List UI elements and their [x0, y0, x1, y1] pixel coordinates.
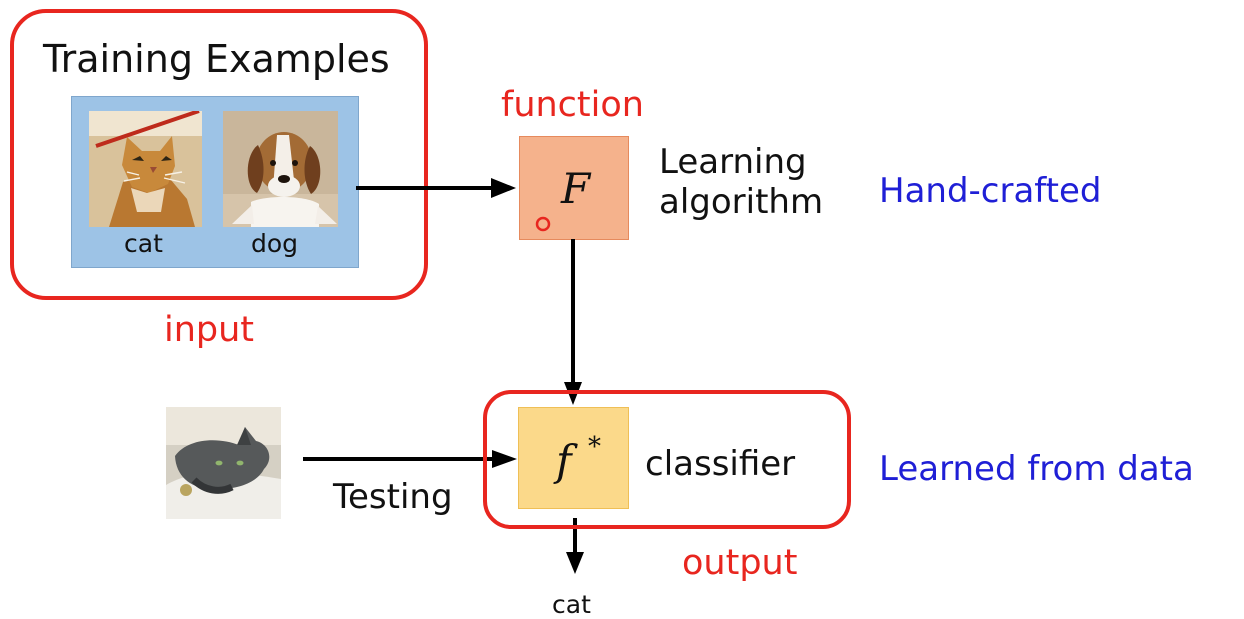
- cursor-indicator-icon: [535, 216, 551, 232]
- classifier-superscript: *: [588, 432, 601, 462]
- cat-photo-icon: [89, 111, 202, 227]
- dog-photo-icon: [223, 111, 338, 227]
- classifier-symbol: f: [556, 436, 572, 485]
- learning-algorithm-label: Learning algorithm: [659, 142, 824, 223]
- function-symbol: F: [561, 164, 591, 213]
- hand-crafted-note: Hand-crafted: [879, 171, 1102, 211]
- test-cat-photo-icon: [166, 407, 281, 519]
- input-box: [10, 9, 428, 300]
- classifier-box: [518, 407, 629, 509]
- dog-example-label: dog: [251, 229, 299, 258]
- learned-from-data-note: Learned from data: [879, 449, 1194, 489]
- input-caption: input: [164, 310, 255, 350]
- function-to-classifier-arrow-icon: [564, 239, 582, 405]
- classifier-label: classifier: [645, 444, 796, 484]
- output-box: [483, 390, 851, 529]
- function-label: function: [501, 85, 644, 125]
- output-caption: output: [682, 543, 798, 583]
- testing-label: Testing: [333, 477, 453, 517]
- cat-example-label: cat: [124, 229, 163, 258]
- classification-result: cat: [552, 590, 591, 619]
- training-examples-title: Training Examples: [43, 37, 390, 81]
